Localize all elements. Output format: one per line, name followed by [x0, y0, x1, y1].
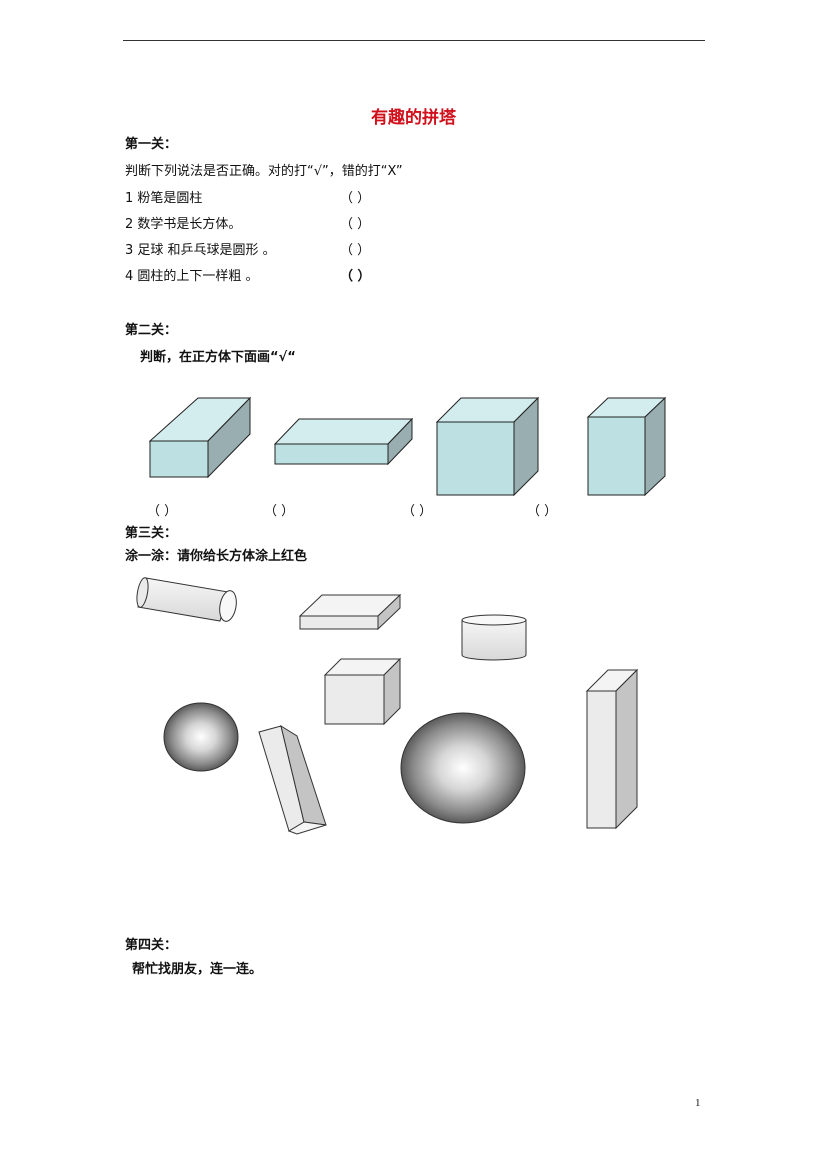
level1-instruction: 判断下列说法是否正确。对的打“√”，错的打“X” [125, 164, 403, 179]
page-title: 有趣的拼塔 [371, 108, 456, 128]
level1-item-1-answer[interactable]: （ ） [340, 191, 371, 206]
level2-answer-3[interactable]: （ ） [402, 504, 433, 519]
level1-item-4-text: 4 圆柱的上下一样粗 。 [125, 269, 259, 284]
level2-heading: 第二关： [125, 323, 178, 338]
sphere-small-shape [163, 702, 239, 772]
level1-item-2-answer[interactable]: （ ） [340, 217, 371, 232]
level1-item-4-answer[interactable]: （ ） [340, 269, 371, 284]
level1-item-1-text: 1 粉笔是圆柱 [125, 191, 203, 206]
cuboid-tall-shape [585, 668, 639, 830]
cube-shape [435, 396, 540, 497]
sphere-large-shape [400, 712, 526, 824]
cylinder-lying-shape [136, 577, 237, 622]
level2-answer-4[interactable]: （ ） [527, 504, 558, 519]
level2-answer-2[interactable]: （ ） [264, 504, 295, 519]
level2-instruction: 判断，在正方体下面画“√“ [140, 350, 296, 365]
cuboid-flat-shape [298, 593, 402, 631]
level1-item-3-answer[interactable]: （ ） [340, 243, 371, 258]
header-rule [123, 40, 705, 41]
page-number: 1 [695, 1097, 701, 1109]
level4-instruction: 帮忙找朋友，连一连。 [132, 962, 263, 977]
cuboid-shape-3 [586, 396, 667, 497]
cube-gray-shape [323, 657, 402, 726]
cylinder-short-shape [461, 614, 527, 661]
level4-heading: 第四关： [125, 938, 178, 953]
level2-answer-1[interactable]: （ ） [147, 504, 178, 519]
cuboid-shape-1 [148, 396, 252, 479]
level3-instruction: 涂一涂：请你给长方体涂上红色 [125, 549, 308, 564]
level1-heading: 第一关： [125, 137, 178, 152]
level3-heading: 第三关： [125, 526, 178, 541]
level1-item-3-text: 3 足球 和乒乓球是圆形 。 [125, 243, 276, 258]
level1-item-2-text: 2 数学书是长方体。 [125, 217, 242, 232]
cuboid-tilted-shape [258, 724, 327, 835]
cuboid-shape-2 [273, 417, 414, 466]
